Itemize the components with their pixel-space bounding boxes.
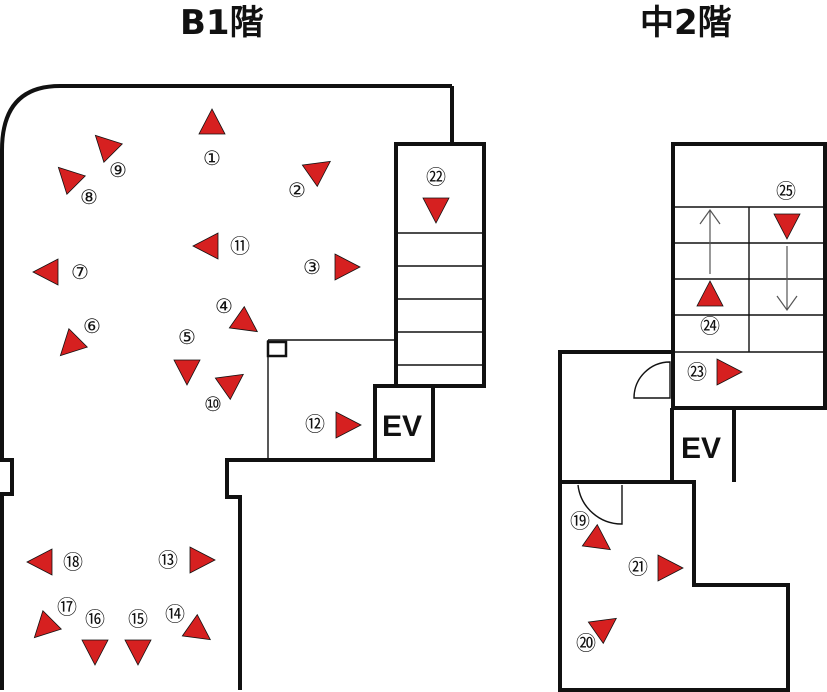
marker-14-triangle [181,613,211,641]
marker-10-label: ⑩ [204,392,222,416]
marker-2-triangle [301,160,331,188]
marker-22-triangle [422,197,450,224]
title-b1: B1階 [180,3,264,43]
marker-3-triangle [334,253,361,281]
marker-11-triangle [192,232,219,260]
marker-6-triangle [59,327,89,357]
marker-12-label: ⑫ [305,412,325,436]
elevator-label-m2: EV [681,432,721,465]
b1-walls [0,84,486,690]
marker-5-triangle [173,359,201,386]
marker-3-label: ③ [303,255,321,279]
marker-17-triangle [33,609,63,639]
marker-20-triangle [587,617,617,645]
b1-details [266,232,484,460]
marker-24-label: ㉔ [700,314,720,338]
marker-21-label: ㉑ [628,555,648,579]
marker-9-label: ⑨ [109,158,127,182]
marker-24-triangle [696,280,724,307]
m2-walls [558,142,827,692]
marker-5-label: ⑤ [178,325,196,349]
marker-9-triangle [94,134,124,164]
elevator-label-b1: EV [382,410,422,443]
marker-13-label: ⑬ [158,548,178,572]
marker-25-label: ㉕ [776,179,796,203]
marker-10-triangle [214,373,244,401]
marker-11-label: ⑪ [230,234,250,258]
marker-16-label: ⑯ [85,607,105,631]
marker-2-label: ② [288,178,306,202]
marker-12-triangle [335,411,362,439]
marker-25-triangle [773,213,801,240]
marker-13-triangle [189,546,216,574]
marker-1-triangle [198,108,226,135]
marker-23-triangle [716,358,743,386]
marker-16-triangle [81,639,109,666]
marker-15-triangle [124,639,152,666]
marker-7-label: ⑦ [71,260,89,284]
marker-1-label: ① [203,146,221,170]
marker-19-triangle [581,523,611,551]
marker-8-triangle [57,166,87,196]
marker-7-triangle [32,258,59,286]
marker-23-label: ㉓ [687,360,707,384]
marker-15-label: ⑮ [128,607,148,631]
marker-17-label: ⑰ [57,595,77,619]
marker-6-label: ⑥ [83,314,101,338]
marker-20-label: ⑳ [576,631,596,655]
marker-4-triangle [228,305,258,333]
m2-details [577,206,825,525]
marker-18-label: ⑱ [63,550,83,574]
marker-22-label: ㉒ [426,165,446,189]
marker-19-label: ⑲ [570,509,590,533]
marker-18-triangle [26,548,53,576]
marker-14-label: ⑭ [165,602,185,626]
title-m2: 中2階 [640,3,732,43]
marker-8-label: ⑧ [80,185,98,209]
marker-21-triangle [657,554,684,582]
marker-4-label: ④ [215,294,233,318]
